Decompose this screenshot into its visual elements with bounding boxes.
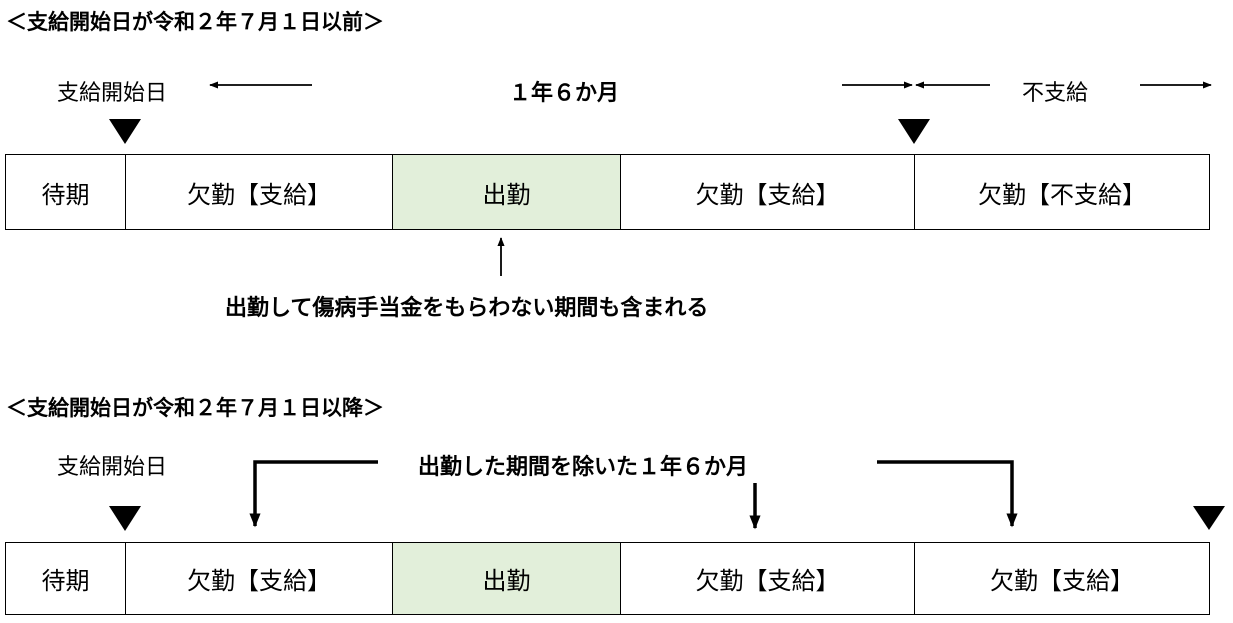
cell-absence-paid: 欠勤【支給】 [126,543,393,614]
cell-waiting: 待期 [6,543,126,614]
cell-absence-unpaid: 欠勤【不支給】 [978,180,1146,209]
cell-waiting: 待期 [6,155,126,229]
bent-arrow-down-icon [249,460,378,528]
section1-start-label: 支給開始日 [57,81,168,106]
cell-work: 出勤 [393,543,621,614]
section2-timeline: 待期 欠勤【支給】 出勤 欠勤【支給】 欠勤【支給】 [5,542,1210,615]
section1-note: 出勤して傷病手当金をもらわない期間も含まれる [225,296,709,321]
section2-start-label: 支給開始日 [57,455,168,480]
cell-absence-paid: 欠勤【支給】 [621,543,915,614]
bent-arrow-down-icon [877,460,1018,528]
triangle-marker-icon [109,506,141,531]
triangle-marker-icon [109,119,141,144]
cell-absence-paid: 欠勤【支給】 [126,155,393,229]
section2-duration-label: 出勤した期間を除いた１年６か月 [418,455,749,480]
cell-absence-paid: 欠勤【支給】 [990,567,1134,595]
section1-heading: ＜支給開始日が令和２年７月１日以前＞ [6,10,384,34]
section2-heading: ＜支給開始日が令和２年７月１日以降＞ [6,396,384,420]
triangle-marker-icon [1193,506,1225,530]
section1-timeline: 待期 欠勤【支給】 出勤 欠勤【支給】 欠勤【不支給】 [5,154,1210,230]
cell-work: 出勤 [393,155,621,229]
triangle-marker-icon [898,119,930,144]
section1-nonpay-label: 不支給 [1022,81,1089,106]
section1-duration-label: １年６か月 [509,81,620,106]
cell-absence-paid: 欠勤【支給】 [621,155,915,229]
